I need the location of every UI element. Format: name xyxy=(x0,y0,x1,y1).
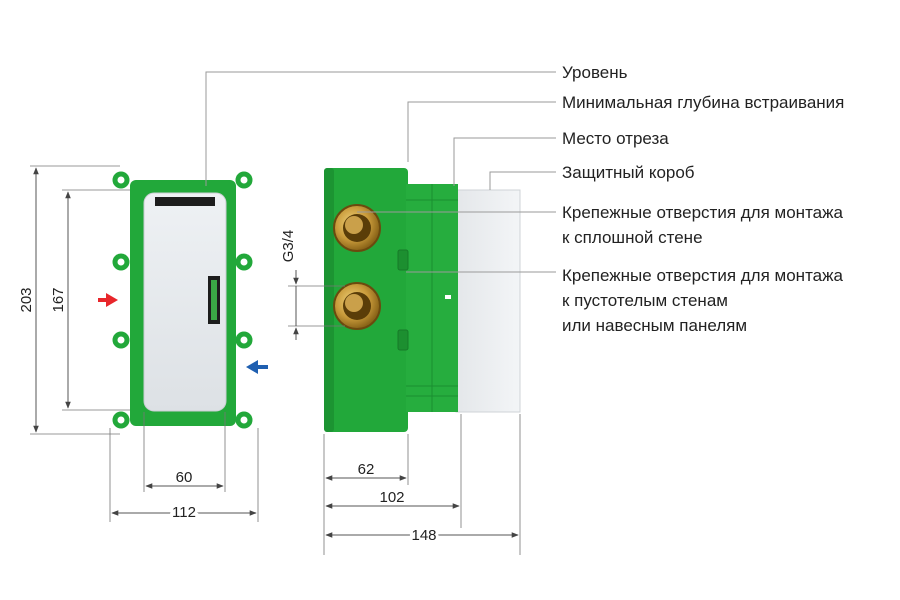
front-view xyxy=(98,171,268,429)
callout-min-depth: Минимальная глубина встраивания xyxy=(562,93,844,112)
mounting-lugs xyxy=(112,171,253,429)
front-cover xyxy=(143,192,227,412)
dim-total-width: 112 xyxy=(172,504,196,521)
leader-lines xyxy=(205,71,556,273)
dim-depth-min: 62 xyxy=(358,461,375,478)
dim-depth-max: 148 xyxy=(411,527,436,544)
callout-cut-place: Место отреза xyxy=(562,129,669,148)
red-arrow-icon xyxy=(98,293,118,307)
dim-total-height: 203 xyxy=(18,287,35,312)
top-slot xyxy=(155,197,215,206)
blue-arrow-icon xyxy=(246,360,268,374)
side-view xyxy=(324,168,521,432)
callout-hollow-wall-line2: к пустотелым стенам xyxy=(562,291,728,310)
side-dimensions xyxy=(288,270,521,555)
callout-protective-box: Защитный короб xyxy=(562,163,695,182)
callouts: Уровень Минимальная глубина встраивания … xyxy=(562,63,844,335)
protective-box xyxy=(455,189,521,413)
front-dimensions xyxy=(30,165,259,522)
callout-hollow-wall-line3: или навесным панелям xyxy=(562,316,747,335)
dim-depth-mid: 102 xyxy=(379,489,404,506)
dim-thread: G3/4 xyxy=(280,230,297,263)
callout-solid-wall-line1: Крепежные отверстия для монтажа xyxy=(562,203,843,222)
callout-solid-wall-line2: к сплошной стене xyxy=(562,228,703,247)
brass-connector-top xyxy=(333,204,381,252)
dim-inner-width: 60 xyxy=(176,469,193,486)
brass-connector-bottom xyxy=(333,282,381,330)
dim-inner-height: 167 xyxy=(50,287,67,312)
callout-hollow-wall-line1: Крепежные отверстия для монтажа xyxy=(562,266,843,285)
callout-level: Уровень xyxy=(562,63,628,82)
